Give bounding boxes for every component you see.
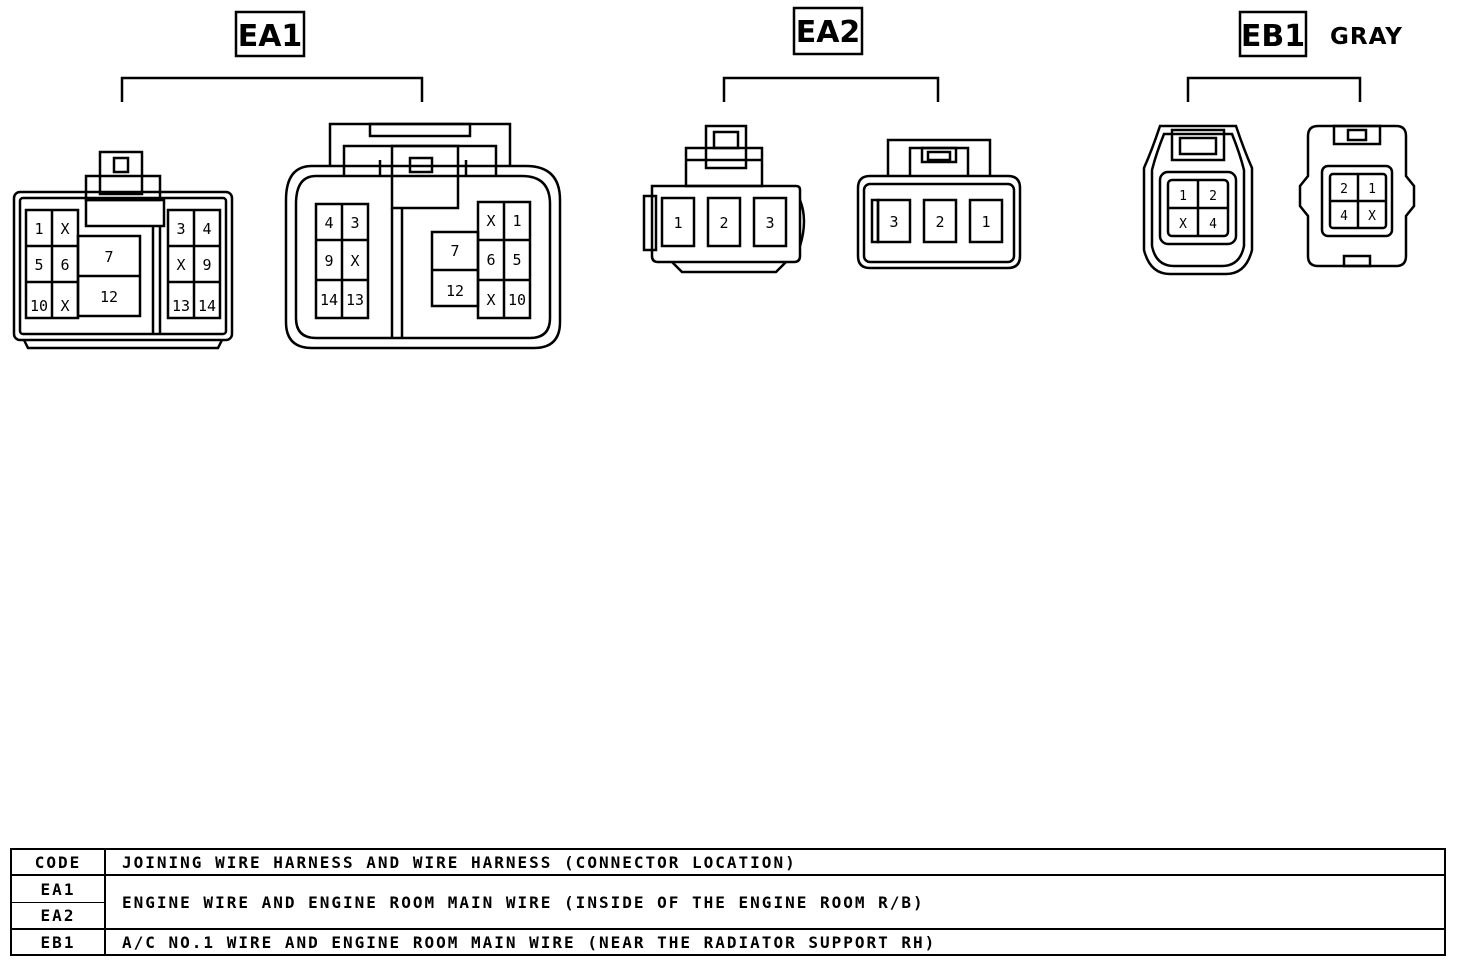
pin-label: 9 [324, 252, 333, 270]
legend-header-code: CODE [10, 848, 106, 876]
ea1-label-box [234, 10, 306, 58]
pin-label: X [350, 252, 359, 270]
pin-label: 12 [446, 282, 464, 300]
pin-label: 10 [508, 291, 526, 309]
ea2-label: EA2 [796, 15, 861, 50]
pin-label: 3 [350, 214, 359, 232]
legend-code-cell: EA1 EA2 [10, 874, 106, 930]
ea1-bracket [120, 76, 424, 102]
pin-label: X [1368, 209, 1376, 224]
pin-label: 4 [1340, 209, 1348, 224]
pin-label: 12 [100, 288, 118, 306]
pin-label: 5 [34, 256, 43, 274]
legend-code: EA1 [40, 879, 76, 899]
pin-label: 1 [1368, 182, 1376, 197]
pin-label: 9 [202, 256, 211, 274]
pin-label: 6 [486, 251, 495, 269]
ea2-label-box [792, 6, 864, 56]
pin-label: 5 [512, 251, 521, 269]
connector-legend-table: CODE JOINING WIRE HARNESS AND WIRE HARNE… [10, 848, 1446, 956]
pin-label: X [60, 297, 69, 315]
pin-label: 2 [719, 214, 728, 232]
eb1-label-box [1238, 10, 1308, 58]
legend-header-desc: JOINING WIRE HARNESS AND WIRE HARNESS (C… [104, 848, 1446, 876]
pin-label: 1 [34, 220, 43, 238]
pin-label: 10 [30, 297, 48, 315]
pin-label: 3 [176, 220, 185, 238]
pin-label: 1 [981, 213, 990, 231]
pin-label: 6 [60, 256, 69, 274]
legend-header-row: CODE JOINING WIRE HARNESS AND WIRE HARNE… [10, 848, 1446, 876]
pin-label: X [486, 212, 495, 230]
legend-code: EA2 [12, 901, 104, 928]
pin-label: 7 [450, 242, 459, 260]
pin-label: 14 [198, 297, 216, 315]
pin-label: X [486, 291, 495, 309]
ea1-right-connector [284, 122, 562, 350]
legend-desc: ENGINE WIRE AND ENGINE ROOM MAIN WIRE (I… [104, 874, 1446, 930]
pin-label: 1 [673, 214, 682, 232]
ea1-left-connector [12, 150, 234, 350]
ea2-right-connector [856, 138, 1022, 270]
pin-label: 2 [1340, 182, 1348, 197]
pin-label: 4 [324, 214, 333, 232]
pin-label: 2 [935, 213, 944, 231]
legend-row: EB1 A/C NO.1 WIRE AND ENGINE ROOM MAIN W… [10, 928, 1446, 956]
eb1-label: EB1 [1241, 19, 1305, 54]
connector-diagram: EA1 EA2 EB1 GRAY 1 X 7 5 6 12 10 X 3 4 X… [12, 6, 1416, 350]
pin-label: 4 [1209, 217, 1217, 232]
pin-label: 3 [765, 214, 774, 232]
legend-desc: A/C NO.1 WIRE AND ENGINE ROOM MAIN WIRE … [104, 928, 1446, 956]
pin-label: 1 [512, 212, 521, 230]
ea2-left-connector [642, 124, 806, 274]
pin-label: X [1179, 217, 1187, 232]
legend-row: EA1 EA2 ENGINE WIRE AND ENGINE ROOM MAIN… [10, 874, 1446, 930]
pin-label: X [176, 256, 185, 274]
pin-label: 7 [104, 248, 113, 266]
pin-label: 14 [320, 291, 338, 309]
pin-label: 1 [1179, 189, 1187, 204]
pin-label: 2 [1209, 189, 1217, 204]
pin-label: 3 [889, 213, 898, 231]
pin-label: X [60, 220, 69, 238]
eb1-right-connector [1298, 124, 1416, 268]
pin-label: 13 [346, 291, 364, 309]
pin-label: 13 [172, 297, 190, 315]
eb1-left-connector [1142, 124, 1254, 276]
eb1-bracket [1186, 76, 1362, 102]
eb1-color-note: GRAY [1330, 24, 1403, 50]
legend-code: EB1 [10, 928, 106, 956]
ea1-label: EA1 [238, 19, 303, 54]
pin-label: 4 [202, 220, 211, 238]
ea2-bracket [722, 76, 940, 102]
